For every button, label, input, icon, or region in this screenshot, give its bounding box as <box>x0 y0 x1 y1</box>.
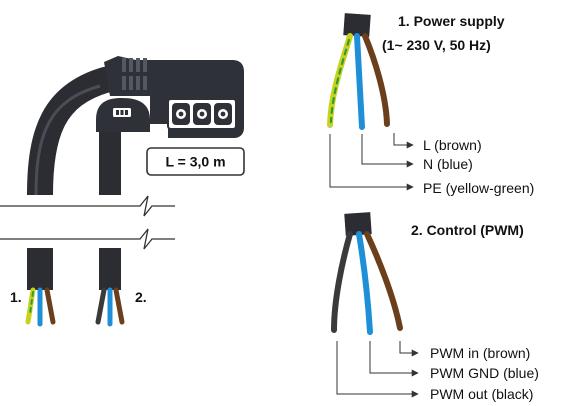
length-label: L = 3,0 m <box>165 154 225 170</box>
cable-assembly: L = 3,0 m 1. 2. <box>0 56 245 327</box>
control-lead-sheath <box>344 212 372 236</box>
pwm-gnd-wire <box>356 231 373 335</box>
lead-1-wires <box>25 287 56 327</box>
control-lead: 2. Control (PWM) PWM in (brown) PWM GND … <box>331 212 539 402</box>
lead-1-label: 1. <box>10 289 22 305</box>
l-wire <box>362 33 390 127</box>
pe-wire-label: PE (yellow-green) <box>423 180 534 196</box>
l-wire-label: L (brown) <box>423 137 482 153</box>
break-marks <box>0 195 175 250</box>
pwm-in-wire <box>364 231 403 331</box>
power-supply-lead: 1. Power supply (1~ 230 V, 50 Hz) L (bro… <box>327 13 534 196</box>
power-lead-sheath <box>343 13 371 37</box>
n-wire-label: N (blue) <box>423 156 473 172</box>
cable-2-lower <box>99 248 121 290</box>
length-label-box <box>146 147 245 176</box>
power-title-line1: 1. Power supply <box>398 13 505 29</box>
control-leader-lines <box>336 341 419 398</box>
n-wire <box>354 33 365 130</box>
pwm-in-label: PWM in (brown) <box>430 345 530 361</box>
cable-1-lower <box>27 248 53 290</box>
pwm-gnd-label: PWM GND (blue) <box>430 365 539 381</box>
power-title-line2: (1~ 230 V, 50 Hz) <box>382 37 491 53</box>
small-plug <box>96 98 150 132</box>
power-leader-lines <box>329 133 414 191</box>
control-title: 2. Control (PWM) <box>411 222 524 238</box>
pwm-out-label: PWM out (black) <box>430 386 533 402</box>
cable-1-upper <box>27 63 133 196</box>
lead-2-label: 2. <box>135 289 147 305</box>
pwm-out-wire <box>331 231 353 333</box>
connector-housing <box>104 56 244 138</box>
lead-2-wires <box>95 287 125 327</box>
